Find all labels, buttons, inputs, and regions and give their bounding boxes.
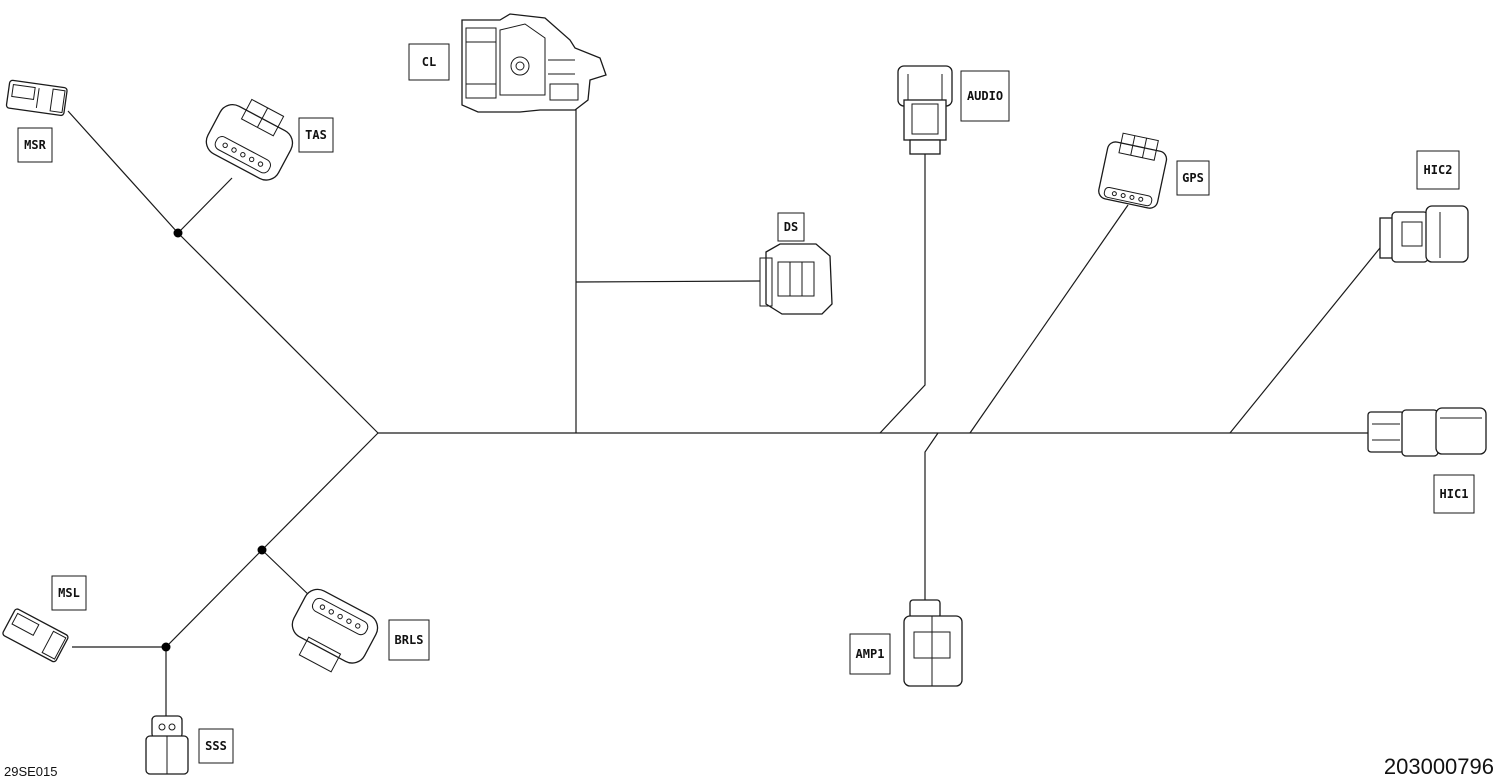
wire-ds xyxy=(575,280,761,283)
splice-point-bottom xyxy=(161,642,171,652)
label-amp1: AMP1 xyxy=(849,633,891,675)
wire-upper-branch xyxy=(177,232,379,434)
drawing-code-left: 29SE015 xyxy=(4,764,58,779)
label-ds-text: DS xyxy=(784,220,798,234)
label-amp1-text: AMP1 xyxy=(856,647,885,661)
label-msl-text: MSL xyxy=(58,586,80,600)
connector-sss[interactable] xyxy=(145,715,189,775)
wire-msr xyxy=(67,110,179,234)
wire-lower-branch xyxy=(261,432,379,551)
wire-tas xyxy=(177,177,233,234)
connector-tas[interactable] xyxy=(201,89,303,185)
splice-point-upper xyxy=(173,228,183,238)
label-hic2: HIC2 xyxy=(1416,150,1460,190)
label-brls: BRLS xyxy=(388,619,430,661)
label-hic1: HIC1 xyxy=(1433,474,1475,514)
connector-msr[interactable] xyxy=(5,79,68,117)
connector-audio[interactable] xyxy=(897,65,953,155)
connector-brls[interactable] xyxy=(280,584,383,682)
label-ds: DS xyxy=(777,212,805,242)
connector-amp1[interactable] xyxy=(903,599,963,687)
label-msl: MSL xyxy=(51,575,87,611)
splice-point-lower xyxy=(257,545,267,555)
label-sss-text: SSS xyxy=(205,739,227,753)
wire-brls xyxy=(261,549,313,599)
wire-lower-sub xyxy=(165,549,263,648)
label-audio-text: AUDIO xyxy=(967,89,1003,103)
connector-hic2[interactable] xyxy=(1379,205,1469,263)
drawing-code-right: 203000796 xyxy=(1383,754,1494,779)
wire-audio xyxy=(879,152,926,434)
label-hic2-text: HIC2 xyxy=(1424,163,1453,177)
label-gps: GPS xyxy=(1176,160,1210,196)
connector-gps[interactable] xyxy=(1097,131,1170,210)
label-msr: MSR xyxy=(17,127,53,163)
label-cl: CL xyxy=(408,43,450,81)
label-gps-text: GPS xyxy=(1182,171,1204,185)
connector-cl[interactable] xyxy=(461,13,607,113)
label-audio: AUDIO xyxy=(960,70,1010,122)
connector-ds[interactable] xyxy=(759,243,833,315)
wire-amp1 xyxy=(924,432,939,604)
label-hic1-text: HIC1 xyxy=(1440,487,1469,501)
label-cl-text: CL xyxy=(422,55,436,69)
connector-msl[interactable] xyxy=(2,608,69,663)
label-msr-text: MSR xyxy=(24,138,46,152)
wire-gps xyxy=(969,204,1129,434)
label-tas: TAS xyxy=(298,117,334,153)
connector-hic1[interactable] xyxy=(1367,407,1487,457)
label-tas-text: TAS xyxy=(305,128,327,142)
wires xyxy=(67,105,1385,718)
label-brls-text: BRLS xyxy=(395,633,424,647)
wire-hic2 xyxy=(1229,242,1385,434)
label-sss: SSS xyxy=(198,728,234,764)
